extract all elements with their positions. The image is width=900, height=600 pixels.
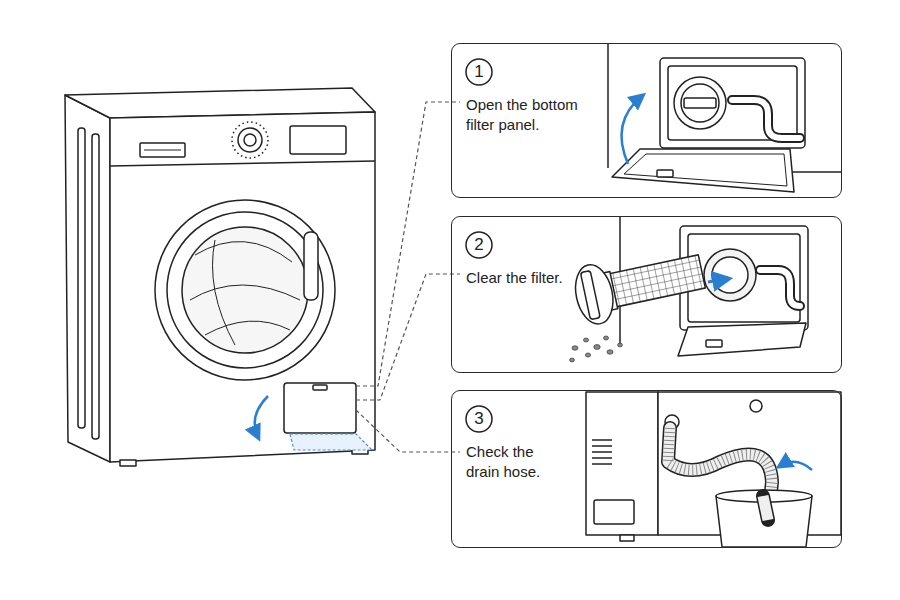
- filter-cap: [674, 77, 726, 129]
- drain-tube-inner: [732, 100, 800, 138]
- open-flap: [612, 149, 794, 192]
- drain-hose-end: [763, 496, 768, 520]
- washing-machine: [65, 88, 375, 466]
- floor-line: [790, 171, 841, 173]
- filter-cap-grip: [684, 98, 716, 108]
- door-ring: [155, 200, 335, 380]
- debris-particle: [604, 336, 609, 340]
- step-instruction: Clear the filter.: [466, 268, 601, 288]
- step-panel: 2Clear the filter.: [451, 216, 842, 373]
- side-groove: [78, 128, 85, 428]
- leader-line: [356, 102, 460, 386]
- step-instruction: Check the drain hose.: [466, 442, 556, 482]
- step-number: 3: [465, 405, 493, 433]
- circle-shape: [466, 406, 492, 432]
- leader-line: [356, 410, 460, 452]
- vent-line: [592, 463, 612, 465]
- drawer-grip: [144, 150, 181, 151]
- detergent-drawer: [140, 143, 185, 157]
- circle-shape: [466, 232, 492, 258]
- filter-panel-tab: [313, 385, 327, 390]
- step-instruction: Open the bottom filter panel.: [466, 95, 601, 135]
- filter-mesh: [608, 255, 705, 307]
- open-arrow: [255, 396, 268, 437]
- filter-cap-grip: [580, 271, 600, 320]
- drain-tube-inner: [760, 270, 800, 306]
- drain-tube: [732, 100, 800, 138]
- leader-line: [356, 274, 460, 400]
- vent-line: [592, 451, 612, 453]
- debris-particle: [570, 358, 575, 362]
- check-arrow: [780, 462, 812, 470]
- side-groove: [92, 134, 99, 439]
- door-inner-ring: [167, 212, 323, 368]
- drum-lines: [190, 240, 300, 345]
- step-number-circle: 1: [465, 58, 493, 86]
- vent-line: [592, 445, 612, 447]
- open-arrow: [622, 96, 642, 164]
- step3-illustration: [586, 392, 841, 547]
- machine-side: [65, 95, 110, 462]
- display-panel: [290, 126, 346, 154]
- knob-ticks: [232, 122, 268, 158]
- filter-housing-inner: [688, 234, 800, 322]
- filter-cap: [570, 261, 618, 327]
- control-knob-center: [244, 134, 256, 146]
- drain-tube: [760, 270, 800, 306]
- debris-particle: [572, 346, 578, 350]
- filter-panel: [284, 383, 356, 433]
- screw: [750, 400, 762, 412]
- machine-foot: [620, 535, 634, 541]
- debris-particle: [584, 338, 589, 342]
- filter-opening-inner: [712, 257, 748, 293]
- flap-inner: [624, 154, 787, 186]
- insert-arrow: [708, 279, 727, 282]
- filter-cap-inner: [681, 84, 719, 122]
- vent-line: [592, 439, 612, 441]
- step2-illustration: [570, 217, 808, 356]
- step-panel: 1Open the bottom filter panel.: [451, 43, 842, 198]
- debris-particle: [585, 353, 590, 357]
- step-number: 1: [465, 58, 493, 86]
- bucket: [716, 496, 812, 547]
- circle-shape: [466, 59, 492, 85]
- machine-front: [110, 112, 375, 462]
- open-flap: [290, 434, 372, 450]
- vent-line: [592, 457, 612, 459]
- debris-particle: [618, 343, 623, 347]
- step1-illustration: [608, 44, 841, 192]
- step-number-circle: 3: [465, 405, 493, 433]
- drain-hose-end-inner: [763, 496, 768, 520]
- step-panel: 3Check the drain hose.: [451, 390, 842, 548]
- machine-foot: [120, 460, 136, 466]
- debris-particle: [594, 345, 600, 350]
- leader-lines: [356, 102, 460, 452]
- door-glass: [182, 227, 308, 353]
- control-strip-line: [110, 161, 375, 166]
- debris-particle: [607, 350, 613, 354]
- door-handle: [304, 232, 318, 300]
- debris: [570, 336, 623, 362]
- step-number-circle: 2: [465, 231, 493, 259]
- pulled-filter: [570, 242, 708, 327]
- filter-opening: [704, 249, 756, 301]
- step-number: 2: [465, 231, 493, 259]
- open-flap: [678, 323, 806, 356]
- machine-side: [586, 392, 658, 535]
- filter-housing: [660, 58, 805, 148]
- wall-edge: [607, 44, 609, 168]
- flap-tab: [657, 170, 673, 177]
- access-panel: [594, 500, 634, 524]
- flap-tab: [706, 340, 722, 347]
- control-knob: [238, 128, 262, 152]
